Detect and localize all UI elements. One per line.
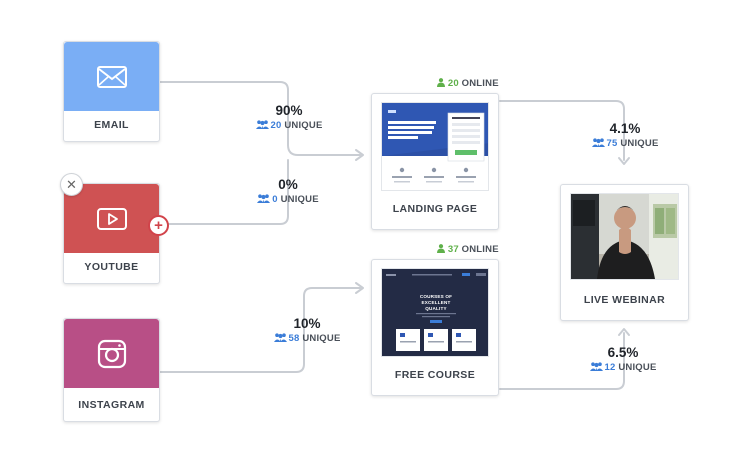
stat-email-unique-label: UNIQUE — [284, 120, 323, 131]
stat-email-unique-count: 20 — [270, 120, 282, 131]
source-label-email: EMAIL — [94, 119, 129, 131]
people-icon — [255, 120, 269, 129]
course-online-number: 37 — [447, 244, 459, 255]
close-icon[interactable]: ✕ — [60, 173, 83, 196]
arrow-head-webinar-bottom — [618, 328, 630, 336]
free-course-thumb-heading: COURSES OF EXCELLENT QUALITY — [419, 294, 453, 311]
live-webinar-card[interactable]: LIVE WEBINAR — [560, 184, 689, 321]
stat-youtube-unique-count: 0 — [272, 194, 278, 205]
arrow-head-course — [355, 282, 364, 294]
people-icon — [589, 362, 603, 371]
landing-online-number: 20 — [447, 78, 459, 89]
stat-email-percent: 90% — [275, 103, 303, 118]
landing-page-thumbnail — [381, 102, 489, 191]
stat-course-to-webinar-percent: 6.5% — [607, 345, 639, 360]
source-label-youtube: YOUTUBE — [84, 261, 139, 273]
free-course-card[interactable]: COURSES OF EXCELLENT QUALITY FREE COURSE — [371, 259, 499, 396]
people-icon — [257, 194, 271, 203]
landing-page-preview — [382, 103, 488, 183]
landing-online-label: ONLINE — [461, 78, 499, 89]
stat-email: 90% 20 UNIQUE — [243, 103, 335, 132]
stat-youtube-percent: 0% — [278, 177, 298, 192]
source-label-instagram: INSTAGRAM — [78, 399, 145, 411]
course-online-label: ONLINE — [461, 244, 499, 255]
stat-course-to-webinar-unique: 12 UNIQUE — [578, 361, 668, 374]
stat-instagram-unique-label: UNIQUE — [302, 333, 341, 344]
stat-instagram-percent: 10% — [293, 316, 321, 331]
wire-landing-webinar — [499, 100, 625, 161]
free-course-thumbnail: COURSES OF EXCELLENT QUALITY — [381, 268, 489, 357]
people-icon — [591, 138, 605, 147]
wire-course-webinar — [499, 332, 625, 390]
add-step-icon[interactable]: + — [148, 215, 169, 236]
stat-instagram-unique-count: 58 — [288, 333, 300, 344]
source-card-youtube[interactable]: YOUTUBE — [63, 183, 160, 284]
instagram-icon — [97, 339, 126, 368]
wire-email-landing — [159, 81, 361, 156]
stat-landing-to-webinar-percent: 4.1% — [609, 121, 641, 136]
stat-landing-to-webinar-label: UNIQUE — [620, 138, 659, 149]
play-icon — [96, 207, 127, 230]
stat-landing-to-webinar-count: 75 — [606, 138, 618, 149]
wire-instagram-course — [159, 287, 361, 373]
person-icon — [437, 244, 445, 253]
person-icon — [437, 78, 445, 87]
source-card-email[interactable]: EMAIL — [63, 41, 160, 142]
free-course-label: FREE COURSE — [394, 369, 476, 381]
course-online-count: 37 ONLINE — [437, 244, 499, 255]
stat-course-to-webinar-label: UNIQUE — [618, 362, 657, 373]
wire-youtube-landing — [159, 159, 289, 225]
stat-course-to-webinar-count: 12 — [604, 362, 616, 373]
live-webinar-label: LIVE WEBINAR — [583, 294, 666, 306]
people-icon — [273, 333, 287, 342]
stat-email-unique: 20 UNIQUE — [243, 119, 335, 132]
free-course-preview — [382, 269, 488, 356]
stat-youtube-unique-label: UNIQUE — [280, 194, 319, 205]
stat-landing-to-webinar-unique: 75 UNIQUE — [580, 137, 670, 150]
stat-youtube: 0% 0 UNIQUE — [243, 177, 333, 206]
youtube-swatch — [64, 184, 159, 253]
arrow-head-webinar-top — [618, 157, 630, 165]
stat-course-to-webinar: 6.5% 12 UNIQUE — [578, 345, 668, 374]
stat-instagram: 10% 58 UNIQUE — [261, 316, 353, 345]
stat-landing-to-webinar: 4.1% 75 UNIQUE — [580, 121, 670, 150]
source-card-instagram[interactable]: INSTAGRAM — [63, 318, 160, 422]
landing-page-label: LANDING PAGE — [392, 203, 478, 215]
email-swatch — [64, 42, 159, 111]
stat-youtube-unique: 0 UNIQUE — [243, 193, 333, 206]
envelope-icon — [96, 65, 127, 88]
instagram-swatch — [64, 319, 159, 388]
arrow-head-landing — [355, 149, 364, 161]
landing-online-count: 20 ONLINE — [437, 78, 499, 89]
stat-instagram-unique: 58 UNIQUE — [261, 332, 353, 345]
landing-page-card[interactable]: LANDING PAGE — [371, 93, 499, 230]
webinar-video-frame — [571, 194, 678, 279]
live-webinar-thumbnail — [570, 193, 679, 280]
